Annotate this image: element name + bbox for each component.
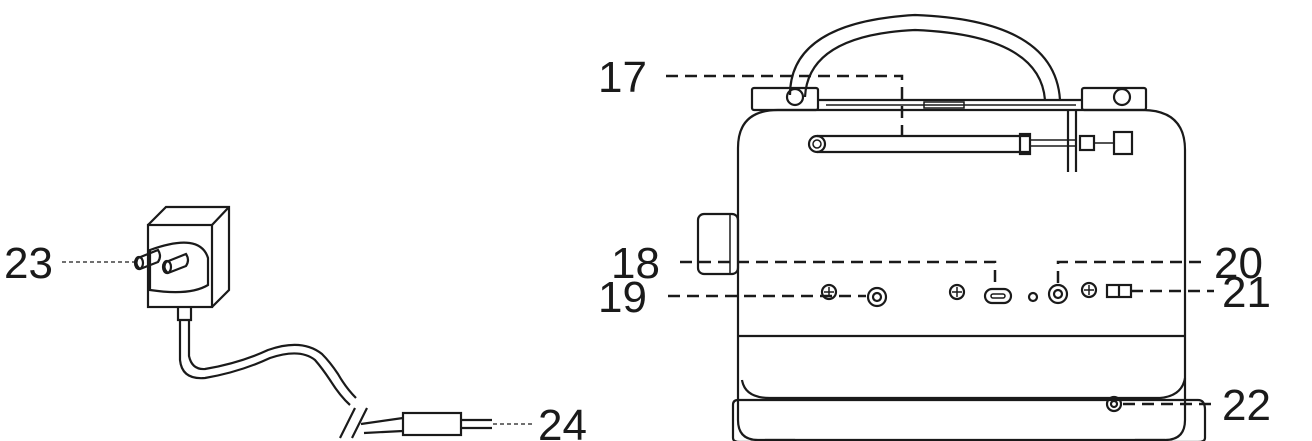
callout-17: 17 (598, 53, 647, 102)
callout-20: 20 (1214, 239, 1263, 288)
callout-21: 21 (1222, 268, 1271, 317)
screw-left (820, 283, 838, 301)
radio-body (736, 108, 1187, 441)
plug-prongs (133, 248, 190, 275)
screw-right (1080, 281, 1098, 299)
adapter-cable-b (187, 320, 357, 399)
radio-base (731, 398, 1207, 441)
plug-base (148, 241, 210, 294)
reset-hole (1027, 291, 1039, 303)
callout-23: 23 (4, 239, 53, 288)
leader-17 (666, 74, 904, 135)
power-adapter (133, 205, 492, 439)
callout-18: 18 (611, 239, 660, 288)
leader-20 (1056, 260, 1205, 283)
aux-jack (866, 286, 888, 308)
leader-18 (680, 260, 997, 286)
adapter-cable-a (178, 320, 351, 406)
handle-outer (788, 13, 1062, 101)
callout-19: 19 (598, 273, 647, 322)
headphone-jack (1047, 283, 1069, 305)
callout-24: 24 (538, 401, 587, 441)
handle-inner (803, 28, 1047, 101)
rear-panel-controls (820, 281, 1133, 413)
usb-c-port (983, 287, 1013, 305)
leader-lines (62, 74, 1214, 425)
dc-in-socket (1105, 395, 1123, 413)
radio-rear-view (696, 13, 1207, 441)
screw-middle (948, 283, 966, 301)
antenna (807, 110, 1134, 172)
side-knob (696, 212, 740, 276)
callout-numbers: 17 18 19 20 21 22 23 24 (4, 53, 1271, 441)
dc-plug (401, 411, 463, 437)
callout-22: 22 (1222, 381, 1271, 430)
